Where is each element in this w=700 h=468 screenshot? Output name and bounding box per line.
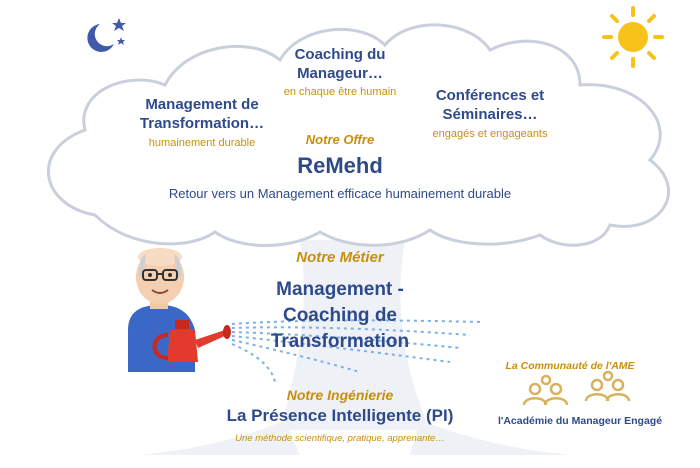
water-spray: [231, 319, 481, 383]
offer-name: ReMehd: [297, 153, 383, 178]
offer-conferences-title-line-1: Conférences et: [435, 87, 545, 104]
ingenierie-label: Notre Ingénierie: [286, 387, 394, 403]
community-group-icon: [522, 370, 631, 406]
ingenierie-title: La Présence Intelligente (PI): [226, 406, 454, 425]
communaute-label: La Communauté de l'AME: [505, 360, 635, 372]
offer-management-title-line-2: Transformation…: [139, 115, 265, 132]
offer-conferences-subtitle: engagés et engageants: [432, 128, 548, 140]
offer-tagline: Retour vers un Management efficace humai…: [168, 186, 512, 201]
offer-coaching-title: Coaching du Manageur…: [280, 45, 400, 83]
offer-management-title: Management de Transformation…: [132, 95, 272, 133]
sun-icon: [602, 6, 664, 68]
offer-management-title-line-1: Management de: [145, 96, 259, 113]
offer-label: Notre Offre: [305, 132, 375, 147]
ingenierie-subtitle: Une méthode scientifique, pratique, appr…: [235, 433, 445, 444]
metier-title: Management - Coaching de Transformation: [245, 277, 435, 355]
offer-coaching-subtitle: en chaque être humain: [283, 86, 397, 98]
metier-title-line-2: Coaching de: [282, 305, 397, 326]
metier-label: Notre Métier: [296, 249, 384, 266]
stars-icon: [112, 18, 126, 45]
tree-icon: [140, 240, 570, 455]
communaute-academy: l'Académie du Manageur Engagé: [497, 415, 663, 427]
watering-can-icon: [152, 320, 231, 362]
metier-title-line-3: Transformation: [270, 331, 410, 352]
offer-conferences-title: Conférences et Séminaires…: [425, 86, 555, 124]
offer-conferences-title-line-2: Séminaires…: [442, 106, 538, 123]
cloud-canopy: [47, 23, 670, 247]
offer-coaching-title-line-1: Coaching du: [294, 46, 386, 63]
moon-icon: [87, 24, 114, 52]
metier-title-line-1: Management -: [276, 279, 404, 300]
offer-management-subtitle: humainement durable: [148, 137, 256, 149]
offer-coaching-title-line-2: Manageur…: [297, 65, 383, 82]
